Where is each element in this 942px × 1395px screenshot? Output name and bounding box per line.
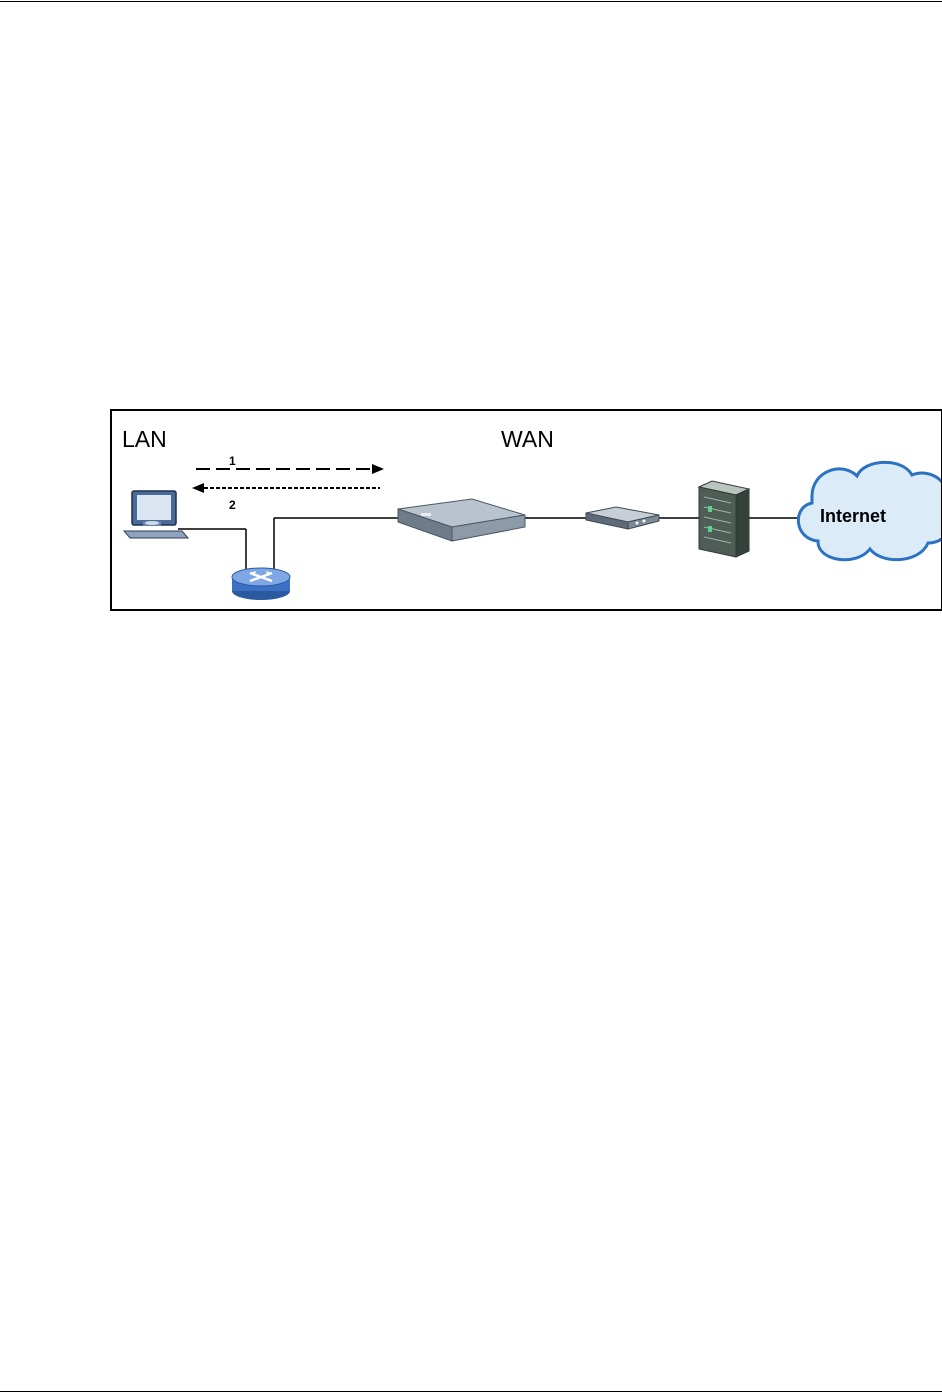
internet-label: Internet bbox=[820, 507, 886, 525]
network-diagram: LAN WAN 1 2 Internet bbox=[110, 409, 942, 611]
router-icon bbox=[398, 499, 525, 541]
wan-zone-label: WAN bbox=[501, 428, 554, 451]
request-arrow bbox=[196, 464, 384, 474]
modem-icon bbox=[586, 507, 659, 529]
header-rule bbox=[0, 1, 942, 2]
footer-rule bbox=[0, 1391, 942, 1392]
server-icon bbox=[699, 481, 749, 557]
reply-arrow bbox=[192, 483, 380, 493]
lan-zone-label: LAN bbox=[122, 428, 167, 451]
switch-icon bbox=[232, 568, 290, 600]
request-step-label: 1 bbox=[229, 455, 236, 467]
reply-step-label: 2 bbox=[229, 499, 236, 511]
computer-icon bbox=[124, 491, 188, 538]
